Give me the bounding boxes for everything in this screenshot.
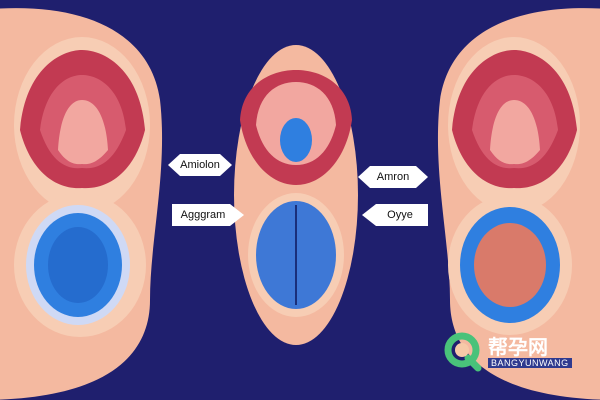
arrow-right-top: Amron (358, 166, 428, 188)
watermark-english-text: BANGYUNWANG (488, 358, 572, 368)
center-panel (234, 45, 358, 345)
arrow-left-bottom: Agggram (172, 204, 244, 226)
label-left-top: Amiolon (180, 159, 220, 171)
right-panel (437, 8, 600, 400)
watermark-chinese-text: 帮孕网 (488, 335, 548, 359)
label-left-bottom: Agggram (180, 209, 226, 221)
watermark: 帮孕网 BANGYUNWANG (444, 330, 594, 374)
label-right-top: Amron (376, 171, 410, 183)
label-right-bottom: Oyye (387, 209, 413, 221)
arrow-left-top: Amiolon (168, 154, 232, 176)
left-panel (0, 8, 163, 400)
arrow-right-bottom: Oyye (362, 204, 428, 226)
watermark-logo-icon (444, 332, 482, 372)
